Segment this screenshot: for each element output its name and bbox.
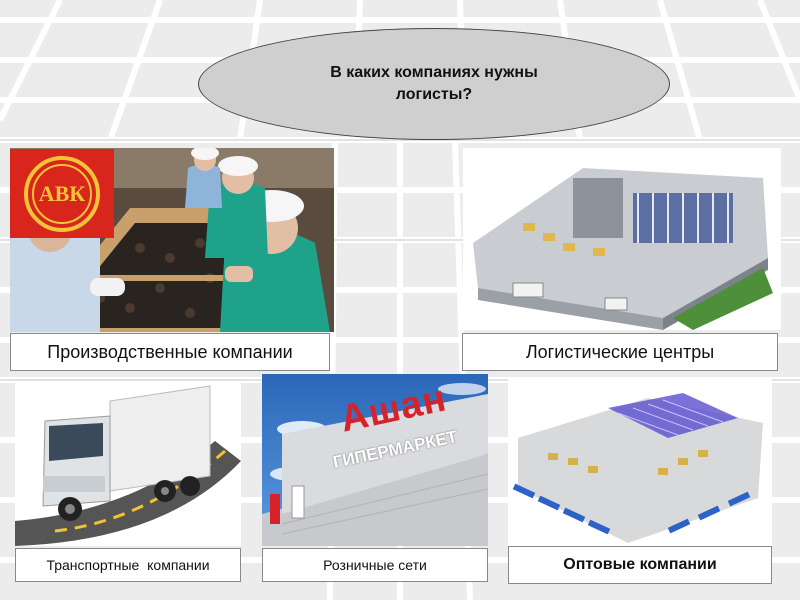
warehouse-3d-illustration [463, 148, 781, 330]
transport-label-text: Транспортные компании [46, 557, 210, 573]
logistics-label: Логистические центры [462, 333, 778, 371]
logistics-photo [463, 148, 781, 330]
distribution-warehouse-illustration [508, 378, 772, 546]
avk-logo-emblem [24, 155, 100, 232]
logistics-label-text: Логистические центры [525, 341, 715, 362]
retail-label: Розничные сети [262, 548, 488, 582]
retail-photo: Ашан ГИПЕРМАРКЕТ [262, 374, 488, 546]
avk-logo-text: АВК [38, 180, 86, 206]
wholesale-label: Оптовые компании [508, 546, 772, 584]
transport-label: Транспортные компании [15, 548, 241, 582]
production-label-text: Производственные компании [47, 341, 293, 362]
production-label: Производственные компании [10, 333, 330, 371]
page-title: В каких компаниях нужны логисты? [330, 64, 538, 103]
hypermarket-illustration [262, 374, 488, 546]
title-oval: В каких компаниях нужны логисты? [198, 28, 670, 140]
transport-photo [15, 381, 241, 546]
wholesale-label-text: Оптовые компании [563, 556, 717, 573]
truck-illustration [15, 381, 241, 546]
wholesale-photo [508, 378, 772, 546]
production-photo [10, 148, 334, 332]
retail-label-text: Розничные сети [323, 557, 427, 573]
avk-logo: АВК [10, 149, 114, 238]
